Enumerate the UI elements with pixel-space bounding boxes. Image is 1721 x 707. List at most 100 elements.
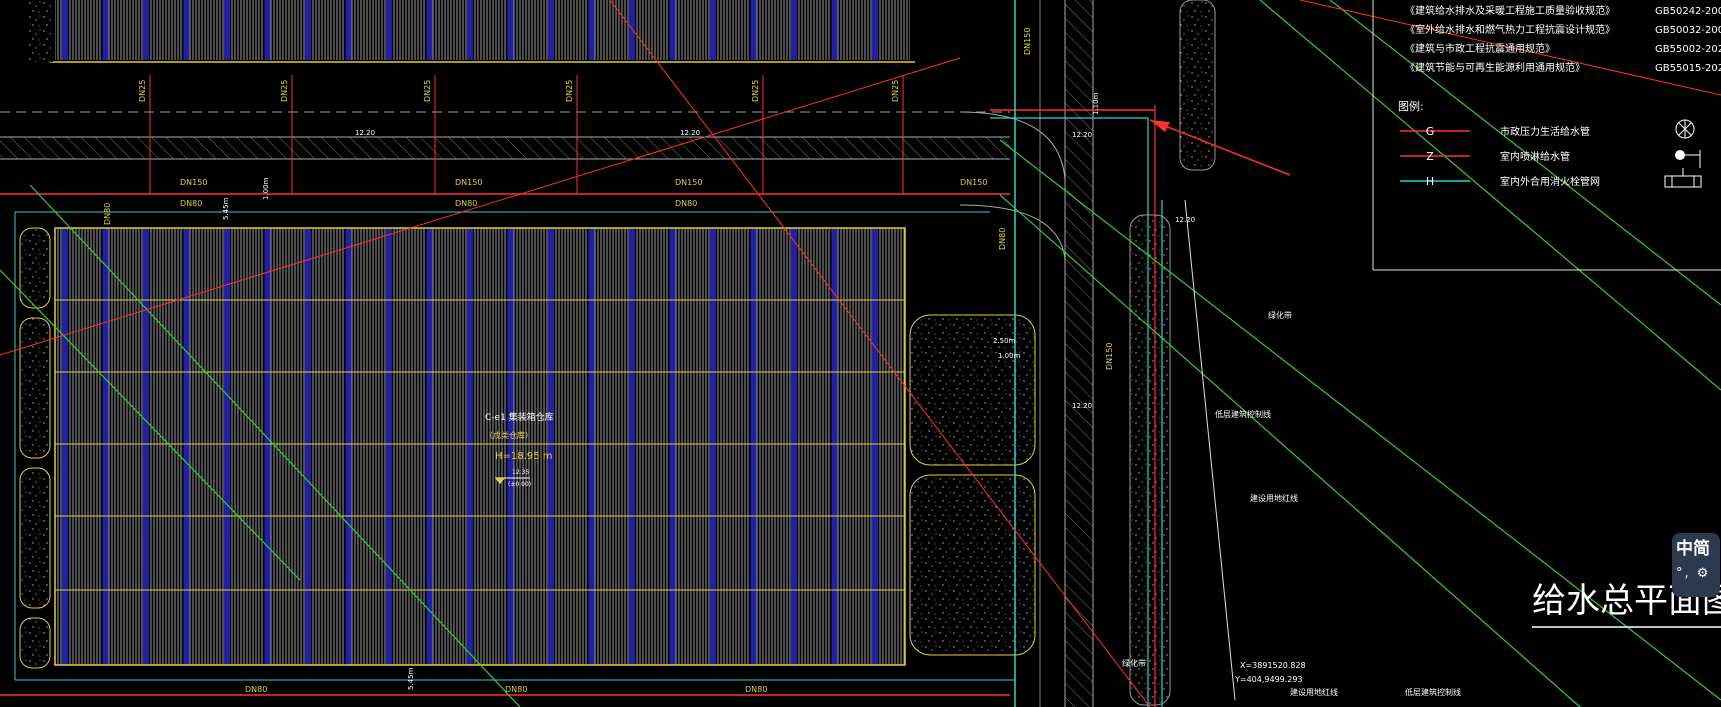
pipe-label: DN80 bbox=[675, 199, 697, 208]
pipe-label: DN25 bbox=[565, 80, 574, 102]
left-planting bbox=[19, 0, 1216, 706]
bay-column bbox=[224, 228, 230, 665]
road-elevation: 12.20 bbox=[355, 129, 375, 137]
legend-label: 室内喷淋给水管 bbox=[1500, 150, 1570, 163]
bay-column bbox=[872, 0, 878, 60]
bay-column bbox=[467, 228, 473, 665]
pipe-label: DN25 bbox=[138, 80, 147, 102]
pipe-label: DN25 bbox=[423, 80, 432, 102]
spec-code: GB55015-2021 bbox=[1655, 63, 1721, 74]
side-label-group: 绿化带 低层建筑控制线 建设用地红线 绿化带 建设用地红线 低层建筑控制线 X=… bbox=[1122, 310, 1461, 697]
spec-name: 《建筑与市政工程抗震通用规范》 bbox=[1405, 42, 1555, 55]
bay-column bbox=[872, 228, 878, 665]
bay-column bbox=[750, 0, 757, 60]
ime-options-icon: °, ⚙ bbox=[1676, 566, 1711, 581]
legend-label: 室内外合用消火栓管网 bbox=[1500, 175, 1600, 188]
legend-title: 图例: bbox=[1398, 99, 1424, 113]
main-building[interactable] bbox=[54, 227, 906, 666]
bay-column bbox=[305, 228, 311, 665]
pipe-label: DN150 bbox=[1023, 28, 1032, 55]
spec-name: 《建筑节能与可再生能源利用通用规范》 bbox=[1405, 61, 1585, 74]
bay-column bbox=[143, 228, 149, 665]
bay-column bbox=[264, 228, 271, 665]
bay-column bbox=[62, 228, 68, 665]
top-building bbox=[28, 0, 915, 63]
building-elev-top: 12.35 bbox=[512, 469, 529, 476]
bay-column bbox=[62, 0, 68, 60]
sprinkler-symbol-icon bbox=[1675, 150, 1701, 168]
bay-column bbox=[345, 228, 352, 665]
dimension-group: 1.00m 5.45m 2.50m 1.10m 1.00m 5.45m bbox=[222, 92, 1100, 690]
water-pipes bbox=[0, 0, 1163, 707]
side-label: 建设用地红线 bbox=[1290, 687, 1338, 697]
side-label: 绿化带 bbox=[1122, 658, 1146, 668]
bay-column bbox=[264, 0, 271, 60]
hydrant-symbol-icon bbox=[1664, 168, 1702, 188]
dimension: 1.10m bbox=[1092, 92, 1100, 115]
bay-column bbox=[102, 0, 109, 60]
dimension: 1.00m bbox=[998, 352, 1021, 360]
bay-column bbox=[710, 228, 716, 665]
pipe-label: DN150 bbox=[960, 178, 987, 187]
pipe-label: DN25 bbox=[891, 80, 900, 102]
bay-column bbox=[669, 228, 676, 665]
bay-column bbox=[629, 228, 635, 665]
pipe-label: DN80 bbox=[745, 685, 767, 694]
building-note: （戊类仓库） bbox=[485, 430, 533, 440]
legend-code: H bbox=[1426, 175, 1434, 188]
building-annotation: C-e1 集装箱仓库 （戊类仓库） H=18.95 m 12.35 (±0.00… bbox=[485, 411, 554, 488]
bay-column bbox=[588, 228, 595, 665]
ime-status-widget[interactable]: 中简 °, ⚙ bbox=[1672, 533, 1720, 597]
bay-column bbox=[507, 0, 514, 60]
road-elevation: 12.20 bbox=[1072, 402, 1092, 410]
dimension: 5.45m bbox=[407, 667, 415, 690]
pipe-label: DN150 bbox=[180, 178, 207, 187]
bay-column bbox=[629, 0, 635, 60]
spec-name: 《室外给水排水和燃气热力工程抗震设计规范》 bbox=[1405, 23, 1615, 36]
bay-column bbox=[467, 0, 473, 60]
road-elevation: 12.20 bbox=[1175, 216, 1195, 224]
side-label: 建设用地红线 bbox=[1250, 493, 1298, 503]
ime-mode-label: 中简 bbox=[1676, 539, 1710, 559]
bay-column bbox=[426, 228, 433, 665]
bay-column bbox=[386, 0, 392, 60]
legend-label: 市政压力生活给水管 bbox=[1500, 125, 1590, 138]
coord-y: Y=404,9499.293 bbox=[1234, 675, 1303, 684]
valve-symbol-icon bbox=[1675, 119, 1695, 139]
bay-column bbox=[588, 0, 595, 60]
side-label: 低层建筑控制线 bbox=[1405, 687, 1461, 697]
side-label: 低层建筑控制线 bbox=[1215, 409, 1271, 419]
bay-column bbox=[102, 228, 109, 665]
pipe-label: DN25 bbox=[280, 80, 289, 102]
pipe-label: DN80 bbox=[505, 685, 527, 694]
spec-name: 《建筑给水排水及采暖工程施工质量验收规范》 bbox=[1405, 4, 1615, 17]
spec-code: GB50242-200 bbox=[1655, 6, 1721, 17]
building-name: C-e1 集装箱仓库 bbox=[485, 411, 554, 423]
pipe-label: DN80 bbox=[998, 228, 1007, 250]
pipe-label: DN150 bbox=[1105, 343, 1114, 370]
road-elevation-group: 12.20 12.20 12.20 12.20 12.20 bbox=[355, 129, 1195, 410]
bay-column bbox=[305, 0, 311, 60]
bay-column bbox=[426, 0, 433, 60]
coord-x: X=3891520.828 bbox=[1240, 661, 1306, 670]
spec-list: 《建筑给水排水及采暖工程施工质量验收规范》 GB50242-200 《室外给水排… bbox=[1405, 4, 1721, 74]
bay-column bbox=[831, 0, 838, 60]
dimension: 2.50m bbox=[993, 337, 1016, 345]
pipe-label: DN150 bbox=[455, 178, 482, 187]
bay-column bbox=[183, 228, 190, 665]
bay-column bbox=[750, 228, 757, 665]
legend-code: G bbox=[1426, 125, 1435, 138]
bay-column bbox=[548, 228, 554, 665]
legend-code: Z bbox=[1426, 150, 1434, 163]
side-label: 绿化带 bbox=[1268, 310, 1292, 320]
dimension: 1.00m bbox=[262, 177, 270, 200]
bay-column bbox=[548, 0, 554, 60]
bay-column bbox=[345, 0, 352, 60]
bay-column bbox=[831, 228, 838, 665]
bay-column bbox=[386, 228, 392, 665]
road-elevation: 12.20 bbox=[1072, 131, 1092, 139]
bay-column bbox=[791, 0, 797, 60]
road-elevation: 12.20 bbox=[680, 129, 700, 137]
bay-column bbox=[710, 0, 716, 60]
